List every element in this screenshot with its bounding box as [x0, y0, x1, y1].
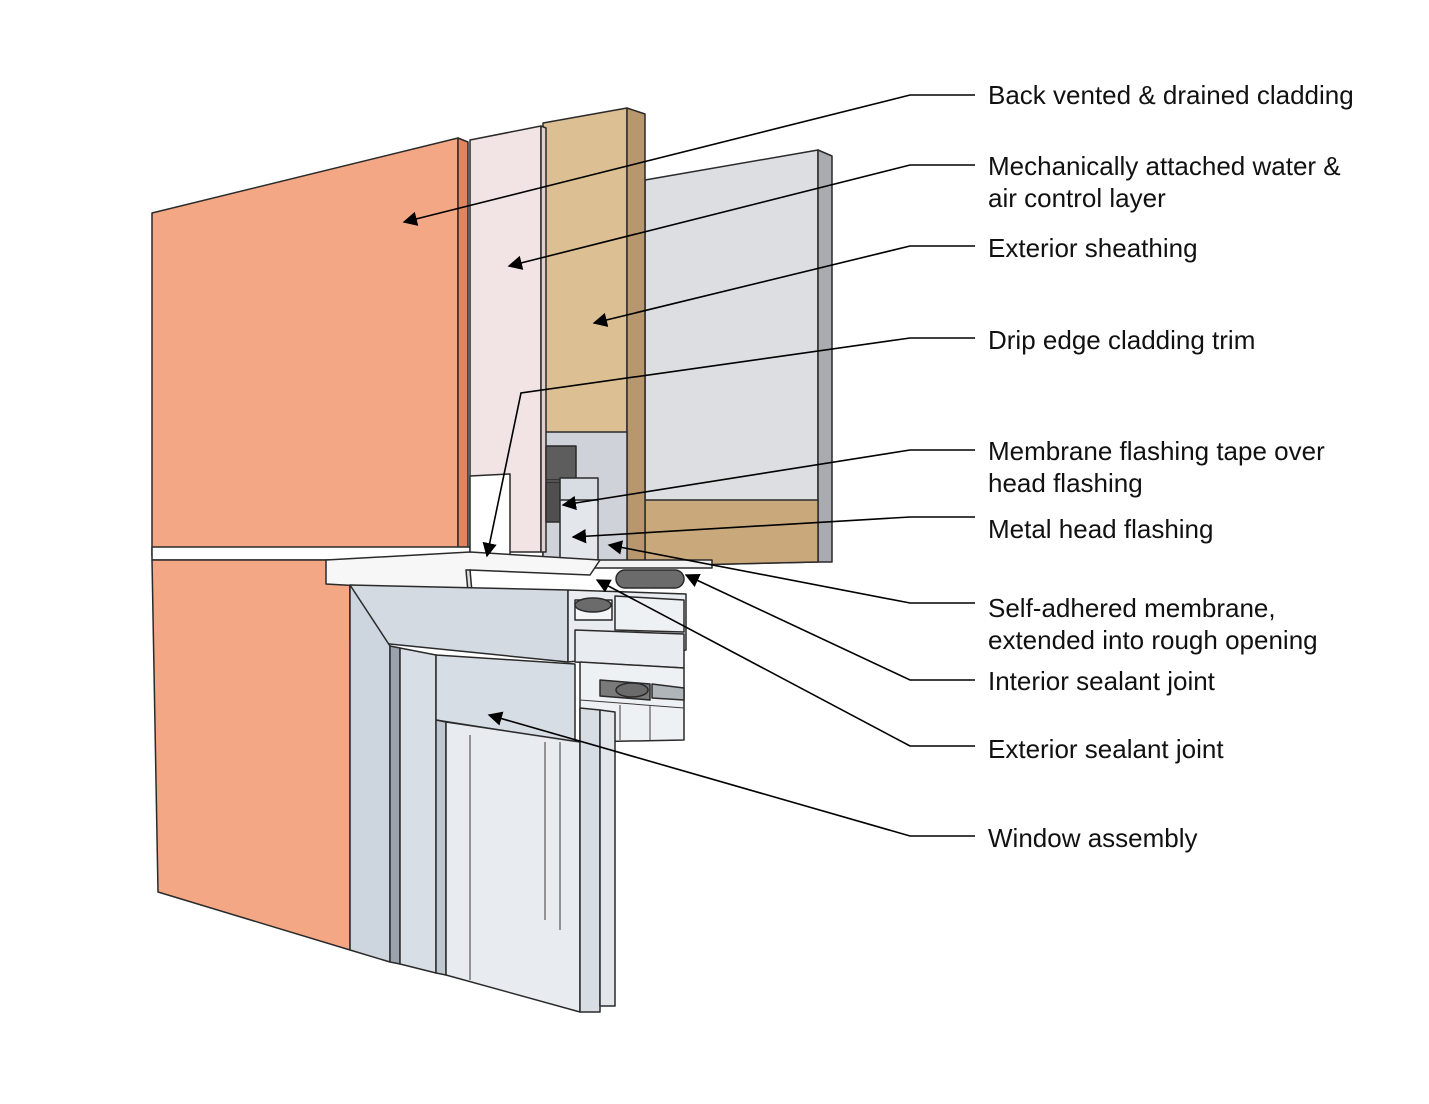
label-water-air-control: Mechanically attached water & air contro…	[988, 151, 1348, 213]
label-cladding: Back vented & drained cladding	[988, 80, 1354, 110]
leader-lines	[402, 94, 975, 837]
leader-drip-edge	[482, 337, 975, 558]
label-window: Window assembly	[988, 823, 1198, 853]
leader-exterior-sealant	[595, 579, 975, 747]
exterior-sealant-joint	[574, 597, 612, 613]
cladding-upper-panel	[151, 137, 469, 557]
leader-window	[487, 711, 975, 837]
leader-water-air-control	[507, 164, 975, 270]
label-interior-sealant: Interior sealant joint	[988, 666, 1216, 696]
water-air-control-layer	[469, 125, 547, 553]
leader-cladding	[402, 94, 975, 226]
cladding-lower-panel	[151, 559, 351, 951]
label-membrane-tape: Membrane flashing tape over head flashin…	[988, 436, 1332, 498]
glazing-unit	[445, 707, 616, 1013]
label-self-adhered-membrane: Self-adhered membrane, extended into rou…	[988, 593, 1318, 655]
label-drip-edge: Drip edge cladding trim	[988, 325, 1255, 355]
label-head-flashing: Metal head flashing	[988, 514, 1213, 544]
sealant-joints	[574, 569, 685, 698]
interior-sealant-joint	[615, 569, 685, 589]
label-exterior-sealant: Exterior sealant joint	[988, 734, 1224, 764]
leader-head-flashing	[571, 516, 975, 544]
leader-interior-sealant	[684, 573, 975, 681]
callout-labels: Back vented & drained cladding Mechanica…	[988, 80, 1354, 853]
leader-membrane-tape	[561, 449, 975, 511]
label-sheathing: Exterior sheathing	[988, 233, 1198, 263]
window-frame	[349, 584, 687, 976]
window-gasket	[615, 682, 649, 698]
leader-sheathing	[592, 245, 975, 327]
interior-wall	[644, 149, 833, 567]
leader-self-adhered-membrane	[607, 540, 975, 604]
